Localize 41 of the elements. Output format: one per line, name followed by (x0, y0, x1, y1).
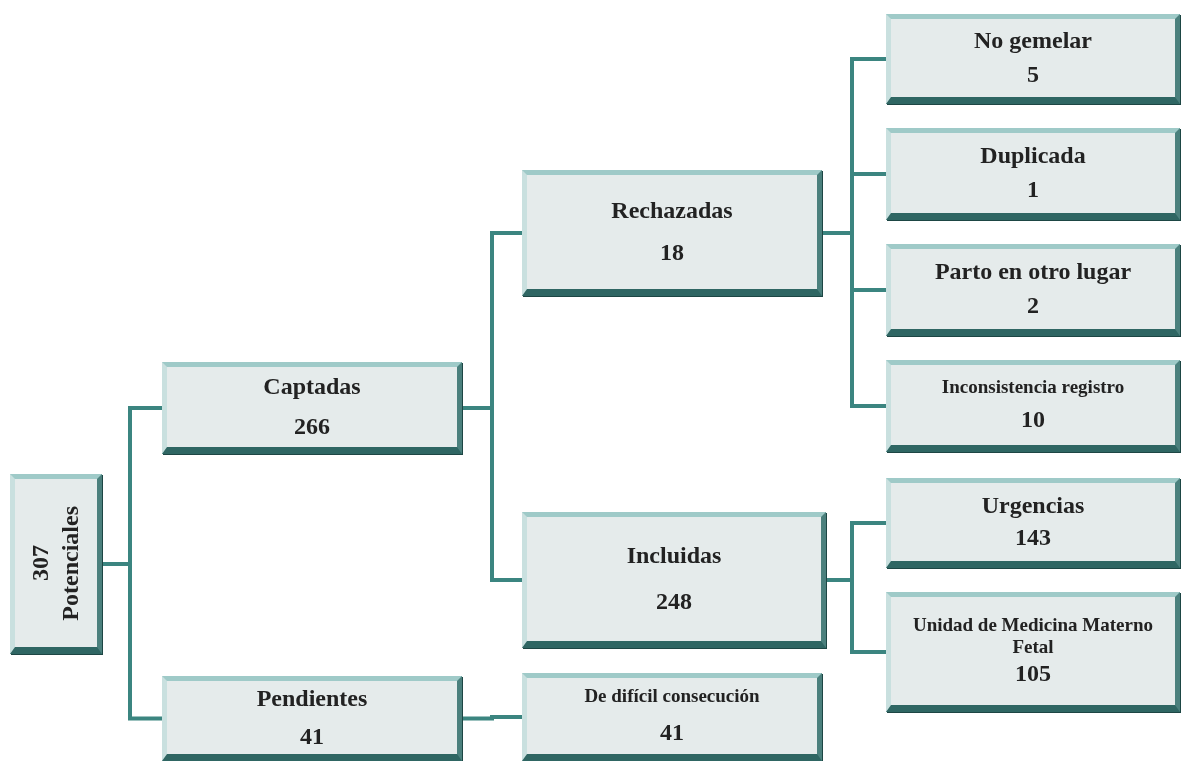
node-title: Rechazadas (610, 197, 734, 225)
count-value: 1 (1026, 176, 1040, 204)
node-box (886, 478, 1180, 568)
node-title: Duplicada (979, 142, 1087, 170)
count-value: 105 (1014, 660, 1052, 688)
node-box (162, 362, 462, 454)
connector-line (462, 406, 522, 582)
count-value: 143 (1014, 524, 1052, 552)
count-value: 5 (1026, 61, 1040, 89)
count-value: 41 (299, 722, 325, 751)
connector-line (462, 715, 522, 721)
count-value: 307 (27, 544, 55, 583)
count-value: 248 (655, 588, 693, 616)
node-title: Incluidas (625, 542, 723, 570)
node-title: Pendientes (255, 684, 369, 713)
node-title: Urgencias (980, 492, 1086, 520)
connector-line (822, 231, 886, 408)
count-value: 10 (1020, 406, 1046, 434)
node-title: Unidad de Medicina Materno Fetal (911, 614, 1155, 659)
node-box (886, 14, 1180, 104)
node-box (522, 512, 826, 648)
count-value: 266 (293, 413, 331, 441)
count-value: 2 (1026, 292, 1040, 320)
node-title: Parto en otro lugar (933, 258, 1133, 286)
node-box (522, 170, 822, 296)
node-box (886, 244, 1180, 336)
count-value: 41 (659, 719, 685, 747)
node-box (886, 128, 1180, 220)
connector-line (826, 578, 886, 654)
node-box (522, 673, 822, 761)
node-box (886, 592, 1180, 712)
node-title: No gemelar (973, 27, 1093, 55)
node-title: Captadas (262, 373, 362, 401)
node-title: Potenciales (57, 504, 84, 623)
count-value: 18 (659, 239, 685, 267)
node-box (10, 474, 102, 654)
node-title: De difícil consecución (583, 685, 761, 708)
node-title: Inconsistencia registro (940, 376, 1126, 399)
node-box (162, 676, 462, 761)
node-box (886, 360, 1180, 452)
connector-line (102, 562, 162, 721)
